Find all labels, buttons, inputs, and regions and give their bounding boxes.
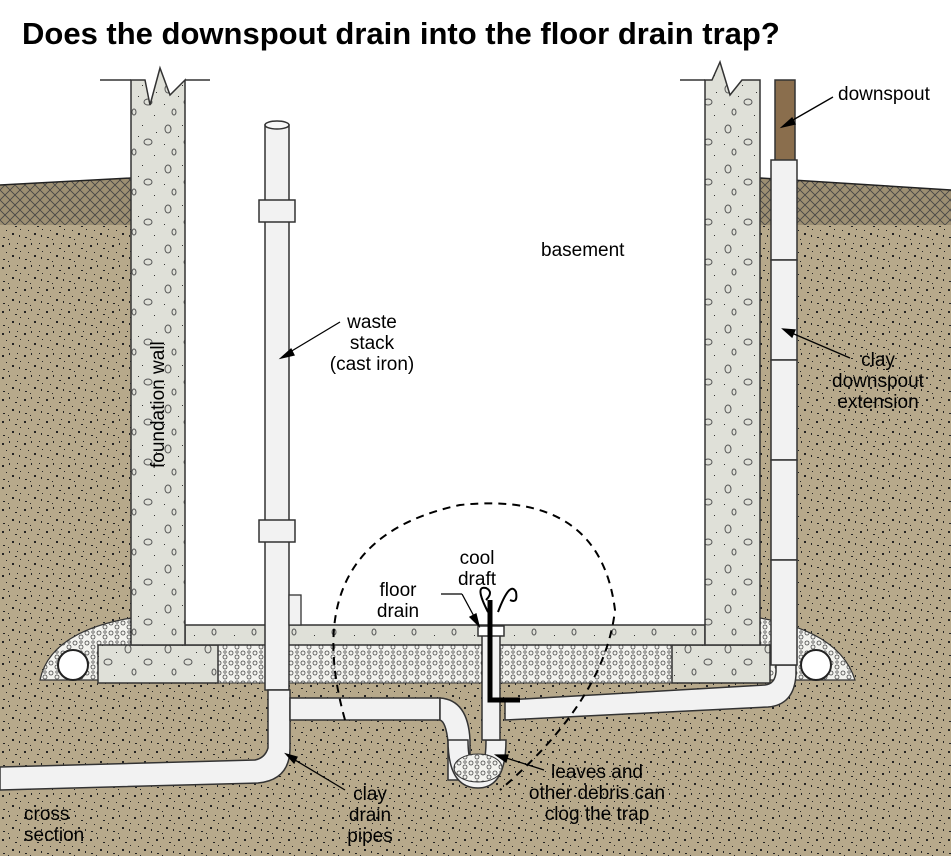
label-waste-stack: waste stack (cast iron): [329, 312, 415, 375]
left-foundation-wall: [130, 65, 186, 646]
basement-floor-slab: [184, 624, 706, 646]
cool-draft-arrows: [479, 586, 518, 613]
label-foundation-wall: foundation wall: [148, 341, 169, 468]
label-clay-downspout-extension: clay downspout extension: [832, 350, 924, 413]
right-foundation-wall: [704, 59, 761, 646]
clay-downspout-extension: [770, 159, 798, 666]
draft-zone-dashed-arc: [332, 502, 617, 791]
leader-lines: [278, 96, 851, 791]
label-clay-drain-pipes: clay drain pipes: [347, 784, 393, 847]
right-footing: [671, 644, 771, 684]
left-footing: [97, 644, 219, 684]
label-cool-draft: cool draft: [457, 548, 497, 590]
label-downspout: downspout: [838, 84, 930, 105]
waste-stack: [258, 120, 302, 691]
label-leaves-debris: leaves and other debris can clog the tra…: [528, 762, 666, 825]
downspout-flow-line: [487, 600, 520, 703]
right-drain-tile: [800, 649, 832, 681]
label-floor-drain: floor drain: [376, 580, 420, 622]
label-basement: basement: [541, 240, 625, 261]
label-cross-section: cross section: [24, 804, 85, 846]
left-drain-tile: [57, 649, 89, 681]
diagram-title: Does the downspout drain into the floor …: [22, 16, 780, 51]
